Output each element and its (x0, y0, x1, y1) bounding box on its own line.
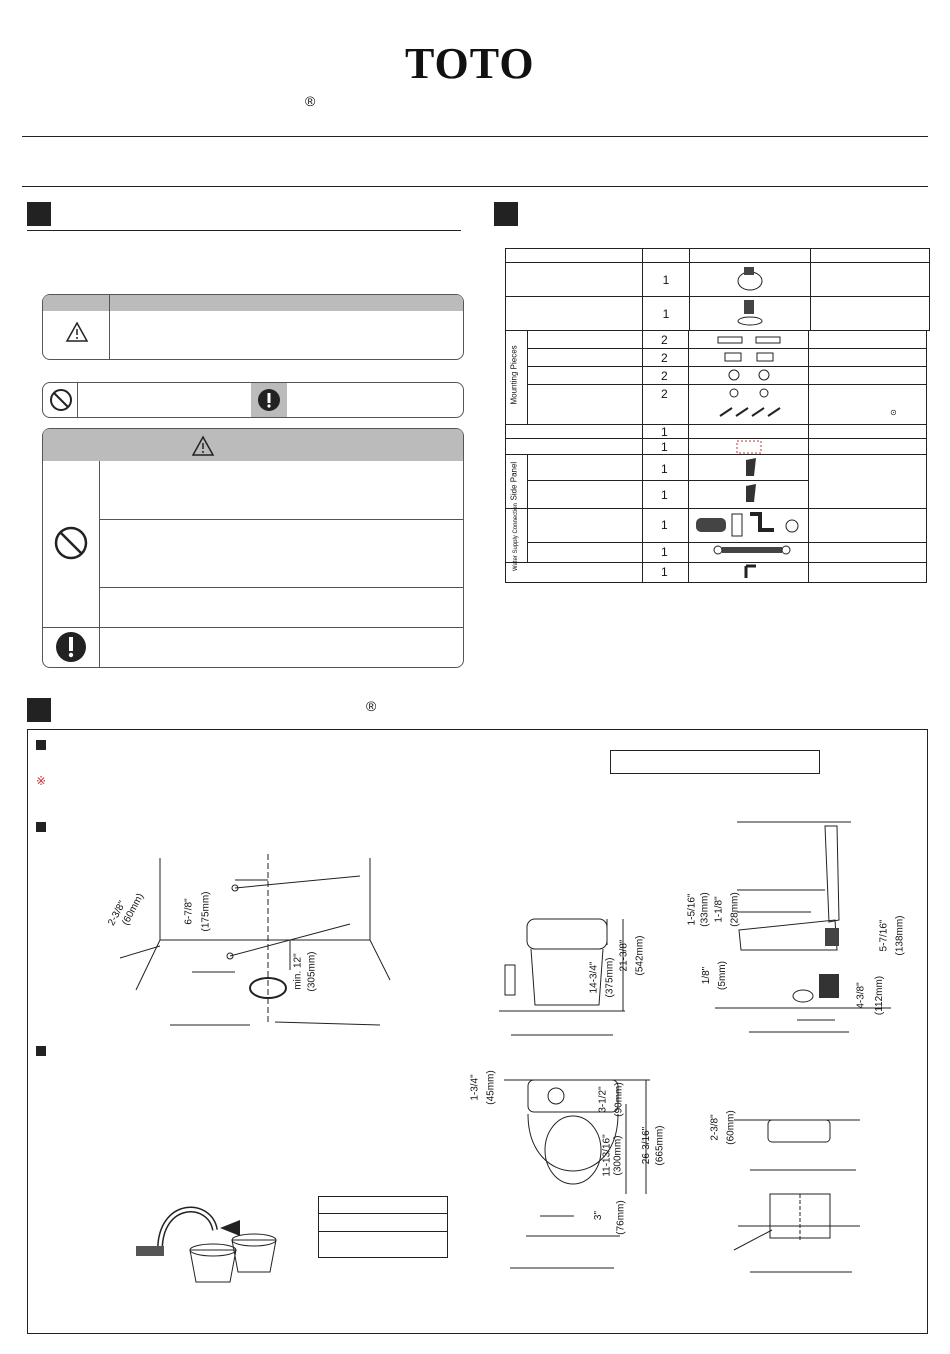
screw-icon (719, 407, 781, 417)
dim-label: (60mm) (725, 1110, 737, 1145)
section-3-marker (27, 698, 51, 722)
qty-cell: 1 (661, 545, 668, 559)
water-supply-kit-icon (696, 512, 799, 537)
qty-cell: 1 (661, 440, 668, 454)
bullet-1 (36, 740, 46, 750)
qty-cell: 2 (661, 333, 668, 347)
mandatory-icon (56, 632, 86, 662)
dim-label: 1-5/16" (686, 893, 698, 926)
dim-label: (76mm) (615, 1200, 627, 1235)
qty-cell: 1 (661, 518, 668, 532)
detail-views-diagram (733, 1119, 860, 1273)
dim-label: 1/8" (701, 966, 713, 985)
dim-label: 3-1/2" (597, 1086, 609, 1113)
warning-triangle-icon (65, 321, 89, 342)
dim-label: (112mm) (874, 975, 886, 1016)
dim-label: 6-7/8" (183, 898, 195, 925)
model-label-box (610, 750, 820, 774)
qty-cell: 1 (661, 565, 668, 579)
dim-label: 2-3/8" (709, 1114, 721, 1141)
dim-label: min. 12" (292, 953, 304, 990)
dim-label: (138mm) (894, 915, 906, 956)
part-image-cell (689, 296, 811, 331)
dim-label: 14-3/4" (588, 961, 600, 994)
dim-label: 21-3/8" (618, 939, 630, 972)
dim-label: (45mm) (485, 1070, 497, 1105)
qty-cell: 1 (642, 296, 690, 331)
brand-logo: TOTO (405, 39, 535, 88)
qty-cell: 1 (661, 462, 668, 476)
front-view-diagram (499, 918, 625, 1036)
section-3-frame (27, 729, 928, 1334)
dim-label: (542mm) (634, 935, 646, 976)
supply-hose-icon (713, 545, 791, 555)
part-image-cell (689, 262, 811, 297)
registered-mark: ® (366, 698, 377, 714)
qty-cell: 2 (661, 387, 668, 401)
dim-label: (28mm) (729, 892, 741, 927)
dim-label: 1-1/8" (713, 896, 725, 923)
qty-cell: 1 (661, 425, 668, 439)
nut-icon (729, 388, 769, 398)
valve-assembly-icon (737, 300, 763, 326)
dim-label: 26-3/16" (641, 1126, 653, 1165)
dim-label: (5mm) (716, 961, 728, 990)
prohibited-icon (50, 389, 72, 411)
parts-table: 1 1 (505, 248, 930, 331)
qty-cell: 1 (661, 488, 668, 502)
dim-label: (90mm) (613, 1082, 625, 1117)
qty-cell: 1 (642, 262, 690, 297)
prohibited-icon (54, 526, 88, 560)
bullet-3 (36, 1046, 46, 1056)
small-table (318, 1196, 448, 1258)
dim-label: 5-7/16" (878, 919, 890, 952)
side-view-diagram (715, 821, 891, 1033)
top-view-diagram (504, 1079, 650, 1269)
section-1-marker (27, 202, 51, 226)
rough-in-diagram (119, 854, 391, 1026)
bracket-icon (724, 352, 774, 362)
dim-label: (33mm) (699, 892, 711, 927)
dim-label: (665mm) (654, 1125, 666, 1166)
dim-label: 3" (593, 1210, 605, 1221)
parts-table-lower: Mounting Pieces Side Panel Water Supply … (505, 330, 927, 583)
section-2-marker (494, 202, 518, 226)
warning-legend-box (42, 294, 464, 360)
side-panel-icon (746, 458, 756, 476)
washer-icon (728, 369, 770, 381)
side-panel-icon (746, 484, 756, 502)
dim-label: (305mm) (306, 951, 318, 992)
bolt-icon (717, 336, 781, 344)
warning-triangle-icon (191, 435, 215, 456)
bidet-seat-icon (737, 267, 763, 291)
warning-box (42, 428, 464, 668)
section-1-underline (27, 230, 461, 231)
note-mark: ※ (36, 774, 47, 788)
symbol-legend-box (42, 382, 464, 418)
qty-cell: 2 (661, 369, 668, 383)
divider-2 (22, 186, 928, 187)
dim-label: (375mm) (604, 957, 616, 998)
divider-top (22, 136, 928, 137)
dim-label: 11-13/16" (601, 1134, 613, 1177)
qty-cell: 2 (661, 351, 668, 365)
bullet-2 (36, 822, 46, 832)
group-label-mounting: Mounting Pieces (509, 345, 519, 405)
template-icon (736, 440, 762, 454)
dim-label: (175mm) (200, 891, 212, 932)
mandatory-icon (258, 389, 280, 411)
flush-bucket-illustration (136, 1206, 277, 1283)
dim-label: (300mm) (612, 1135, 624, 1176)
hex-key-icon (744, 564, 756, 578)
dim-label: 4-3/8" (855, 982, 867, 1009)
group-label-water-supply: Water Supply Connection (513, 503, 519, 571)
registered-mark: ® (305, 93, 316, 109)
dim-label: 1-3/4" (469, 1074, 481, 1101)
